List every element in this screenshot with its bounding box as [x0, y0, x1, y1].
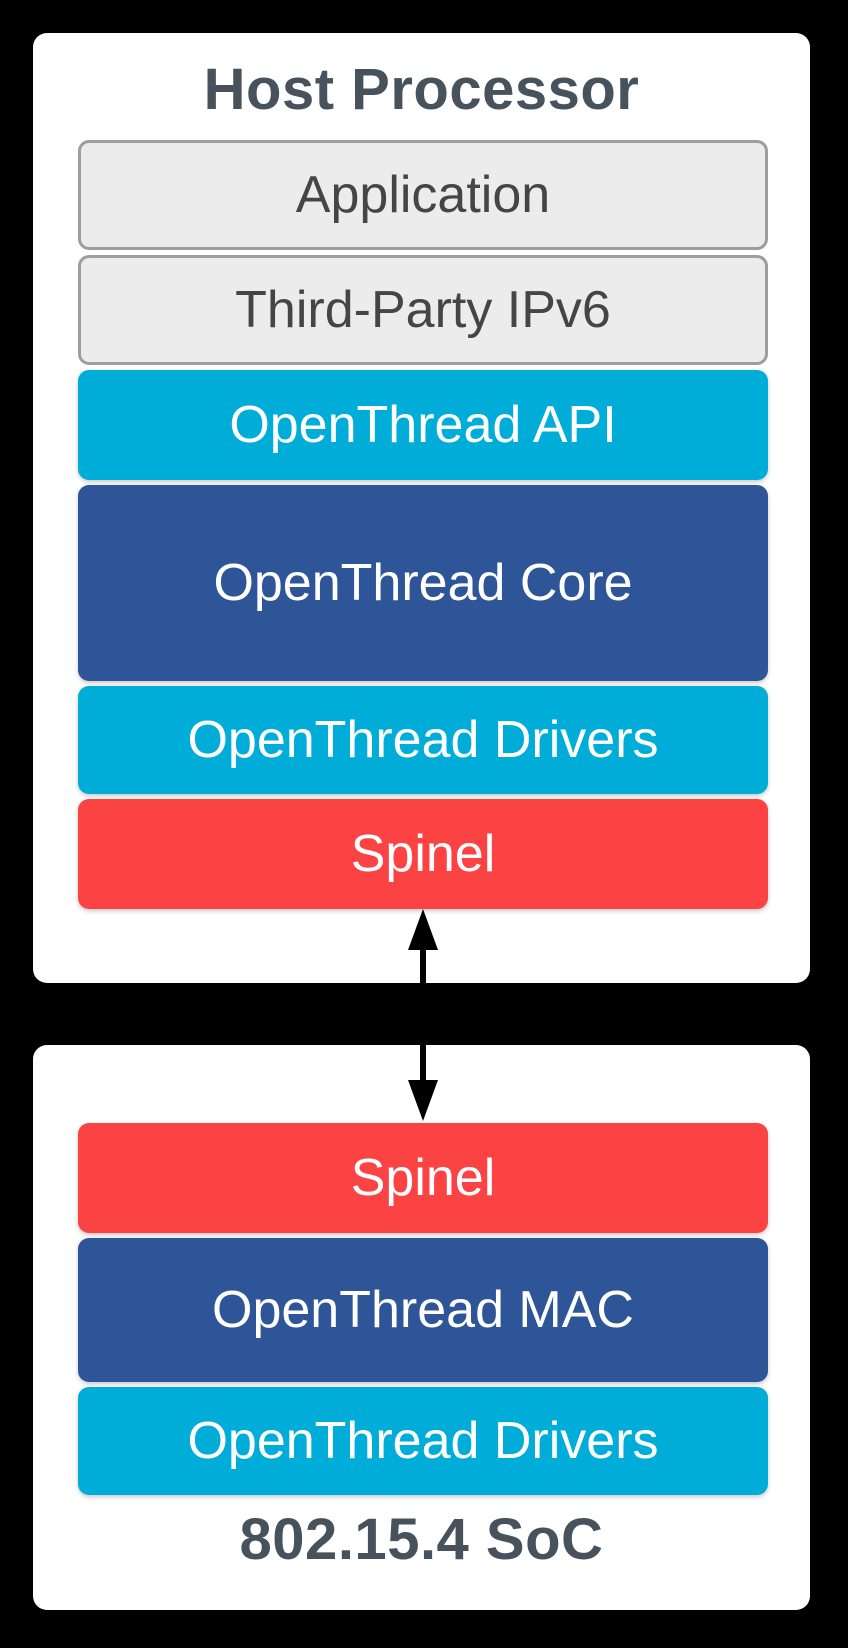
layer-openthread-api: OpenThread API [78, 370, 768, 480]
soc-panel: Spinel OpenThread MAC OpenThread Drivers… [33, 1045, 810, 1610]
layer-openthread-drivers-host: OpenThread Drivers [78, 686, 768, 794]
host-processor-panel: Host Processor Application Third-Party I… [33, 33, 810, 983]
layer-spinel-soc: Spinel [78, 1123, 768, 1233]
host-layer-stack: Application Third-Party IPv6 OpenThread … [78, 140, 768, 909]
host-processor-title: Host Processor [203, 57, 640, 122]
soc-title: 802.15.4 SoC [239, 1507, 604, 1572]
layer-openthread-mac: OpenThread MAC [78, 1238, 768, 1382]
layer-application: Application [78, 140, 768, 250]
layer-openthread-core: OpenThread Core [78, 485, 768, 681]
soc-layer-stack: Spinel OpenThread MAC OpenThread Drivers [78, 1123, 768, 1495]
spinel-link-arrow-icon [403, 907, 443, 1123]
layer-third-party-ipv6: Third-Party IPv6 [78, 255, 768, 365]
layer-spinel-host: Spinel [78, 799, 768, 909]
layer-openthread-drivers-soc: OpenThread Drivers [78, 1387, 768, 1495]
